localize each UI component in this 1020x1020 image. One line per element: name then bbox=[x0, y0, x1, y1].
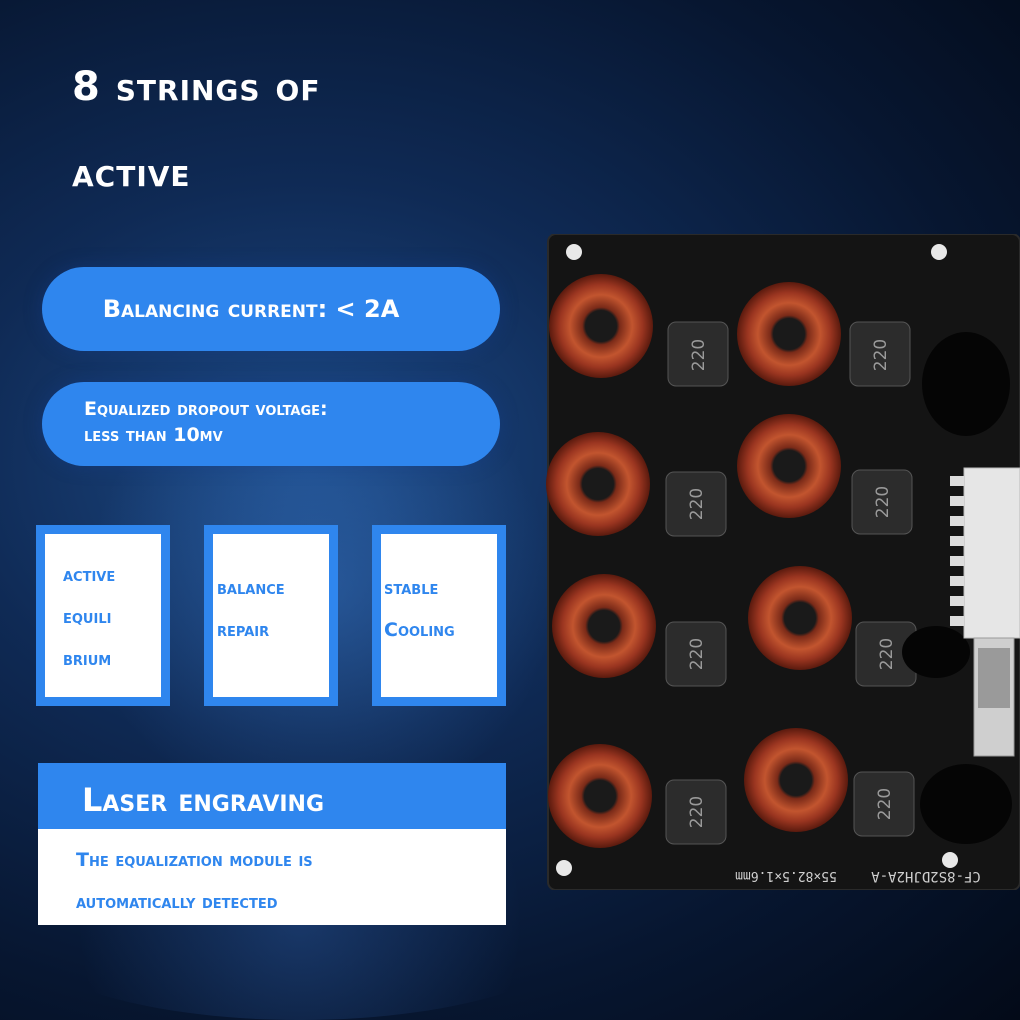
toroid-coil bbox=[748, 566, 852, 670]
balancing-current-badge: Balancing current: < 2A bbox=[42, 267, 500, 351]
inductor-label: 220 bbox=[689, 339, 709, 371]
pcb-substrate bbox=[548, 234, 1020, 890]
feature-text: brium bbox=[63, 648, 112, 670]
headline-line-1: 8 strings of bbox=[72, 64, 321, 110]
feature-text: active bbox=[63, 564, 116, 586]
feature-text: balance bbox=[217, 577, 285, 599]
connector-header bbox=[950, 467, 1020, 639]
dropout-voltage-line-1: Equalized dropout voltage: bbox=[84, 398, 328, 420]
inductor-label: 220 bbox=[871, 339, 891, 371]
inductor-label: 220 bbox=[687, 488, 707, 520]
feature-text: repair bbox=[217, 619, 270, 641]
laser-engraving-desc-line-1: The equalization module is bbox=[76, 849, 313, 871]
board-dimensions: 55×82.5×1.6mm bbox=[735, 868, 837, 883]
toroid-coil bbox=[744, 728, 848, 832]
balancer-pcb-board: 220 220 220 220 220 220 220 220 bbox=[546, 234, 1020, 890]
board-model: CF-8S2DJH2A-A bbox=[871, 868, 981, 884]
laser-engraving-panel: The equalization module is automatically… bbox=[38, 829, 506, 925]
feature-card-inner: balance repair bbox=[213, 534, 329, 697]
feature-text: stable bbox=[384, 577, 439, 599]
laser-engraving-title: Laser engraving bbox=[38, 763, 506, 829]
toroid-coil bbox=[552, 574, 656, 678]
potting-blob bbox=[922, 332, 1010, 436]
inductor-label: 220 bbox=[873, 486, 893, 518]
mounting-hole bbox=[931, 244, 947, 260]
toroid-coil bbox=[548, 744, 652, 848]
inductor-label: 220 bbox=[877, 638, 897, 670]
feature-text: Cooling bbox=[384, 619, 455, 641]
mounting-hole bbox=[942, 852, 958, 868]
potting-blob bbox=[920, 764, 1012, 844]
dropout-voltage-badge: Equalized dropout voltage: less than 10m… bbox=[42, 382, 500, 466]
inductor-label: 220 bbox=[687, 638, 707, 670]
headline-line-2: active bbox=[72, 150, 191, 196]
inductor-row: 220 220 bbox=[552, 566, 917, 687]
toroid-coil bbox=[549, 274, 653, 378]
toroid-coil bbox=[546, 432, 650, 536]
inductor-row: 220 220 bbox=[548, 728, 915, 848]
feature-card-inner: stable Cooling bbox=[381, 534, 497, 697]
feature-card-inner: active equili brium bbox=[45, 534, 161, 697]
inductor-row: 220 220 bbox=[549, 274, 911, 387]
mounting-hole bbox=[556, 860, 572, 876]
toroid-coil bbox=[737, 282, 841, 386]
balancing-current-text: Balancing current: < 2A bbox=[102, 295, 400, 323]
inductor-label: 220 bbox=[687, 796, 707, 828]
dropout-voltage-line-2: less than 10mv bbox=[84, 424, 223, 446]
laser-engraving-desc-line-2: automatically detected bbox=[76, 891, 278, 913]
inductor-row: 220 220 bbox=[546, 414, 913, 537]
feature-card-stable-cooling: stable Cooling bbox=[372, 525, 506, 706]
mounting-hole bbox=[566, 244, 582, 260]
toroid-coil bbox=[737, 414, 841, 518]
feature-card-active-equilibrium: active equili brium bbox=[36, 525, 170, 706]
feature-text: equili bbox=[63, 606, 112, 628]
inductor-label: 220 bbox=[875, 788, 895, 820]
feature-card-balance-repair: balance repair bbox=[204, 525, 338, 706]
